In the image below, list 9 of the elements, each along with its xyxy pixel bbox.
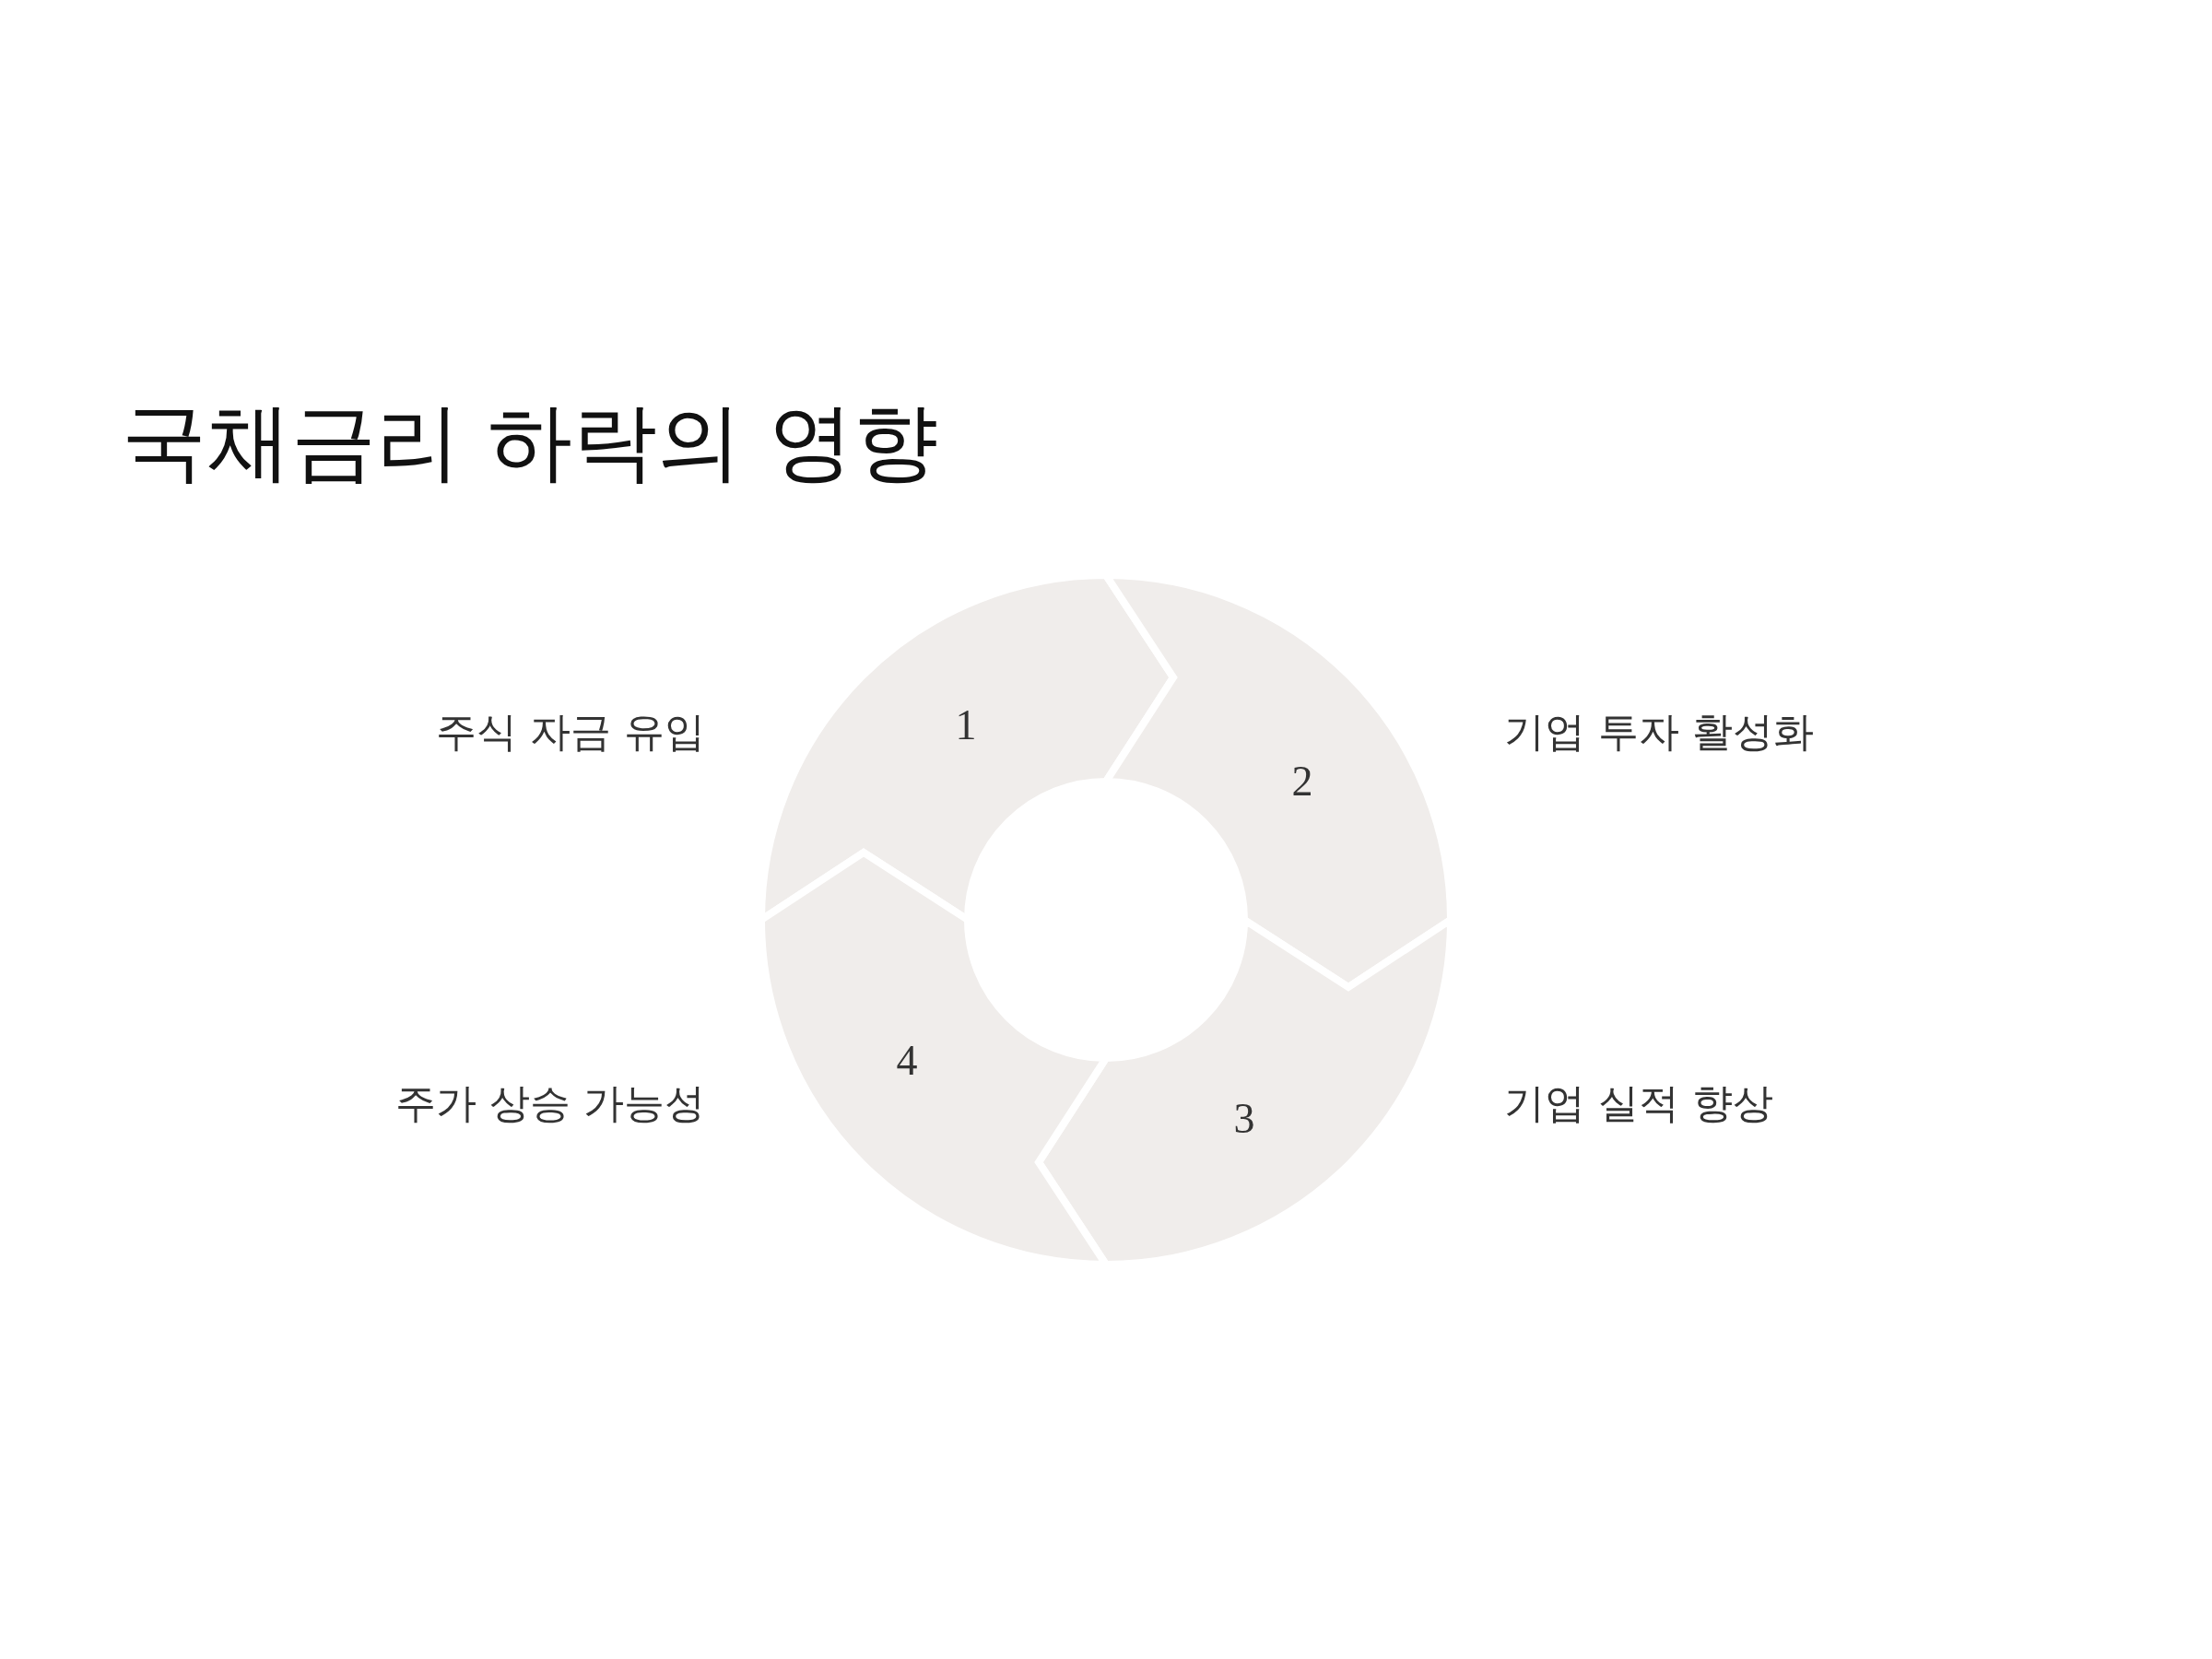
step-number: 3 [1233,1098,1255,1140]
step-number: 4 [896,1040,918,1082]
step-number: 2 [1291,760,1313,803]
step-caption: 주식 자금 유입 [436,712,705,752]
step-caption: 기업 실적 향상 [1504,1083,1773,1124]
step-number: 1 [955,704,977,747]
title: 국채금리 하락의 영향 [122,392,939,493]
step-caption: 주가 상승 가능성 [395,1083,705,1124]
step-caption: 기업 투자 활성화 [1504,712,1814,752]
